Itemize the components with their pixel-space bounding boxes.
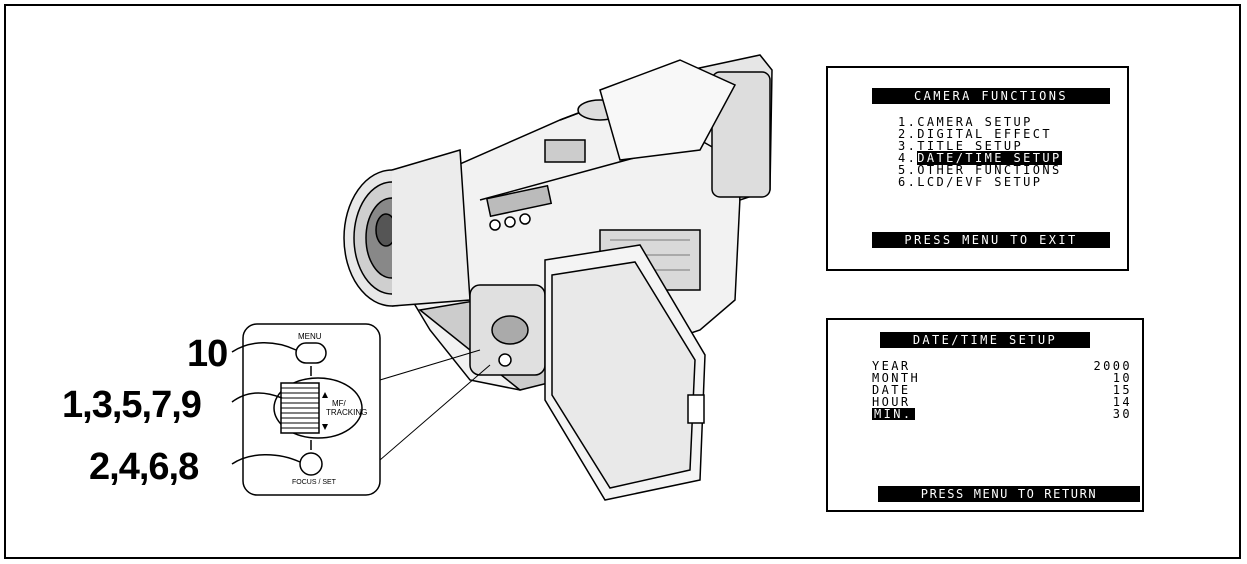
focus-set-button-label: FOCUS / SET xyxy=(292,479,336,486)
highlighted-item: DATE/TIME SETUP xyxy=(917,151,1062,165)
camcorder-icon xyxy=(343,54,773,501)
row-value-hour: 14 xyxy=(1112,395,1132,409)
row-label-year: YEAR xyxy=(872,359,911,373)
date-time-setup-screen: DATE/TIME SETUP YEAR 2000 MONTH 10 DATE … xyxy=(826,318,1144,512)
control-panel-closeup xyxy=(242,323,491,496)
dial-label-line2: TRACKING xyxy=(326,408,368,417)
menu-item-camera-setup: 1.CAMERA SETUP xyxy=(898,115,1033,129)
row-label-month: MONTH xyxy=(872,371,921,385)
screen-footer: PRESS MENU TO EXIT xyxy=(872,232,1110,248)
menu-item-title-setup: 3.TITLE SETUP xyxy=(898,139,1024,153)
menu-item-lcd-evf-setup: 6.LCD/EVF SETUP xyxy=(898,175,1043,189)
screen-footer: PRESS MENU TO RETURN xyxy=(878,486,1140,502)
row-value-min: 30 xyxy=(1112,407,1132,421)
menu-item-other-functions: 5.OTHER FUNCTIONS xyxy=(898,163,1062,177)
row-value-date: 15 xyxy=(1112,383,1132,397)
dial-label-line1: MF/ xyxy=(332,399,346,408)
screen-title: CAMERA FUNCTIONS xyxy=(872,88,1110,104)
menu-item-digital-effect: 2.DIGITAL EFFECT xyxy=(898,127,1052,141)
callout-focus-set-steps: 2,4,6,8 xyxy=(89,446,199,488)
menu-button-label: MENU xyxy=(298,332,322,341)
row-label-hour: HOUR xyxy=(872,395,911,409)
row-label-date: DATE xyxy=(872,383,911,397)
row-label-min: MIN. xyxy=(872,407,915,421)
callout-menu-step: 10 xyxy=(187,333,228,375)
screen-title: DATE/TIME SETUP xyxy=(880,332,1090,348)
camera-functions-screen: CAMERA FUNCTIONS 1.CAMERA SETUP 2.DIGITA… xyxy=(826,66,1129,271)
menu-item-date-time-setup: 4.DATE/TIME SETUP xyxy=(898,151,1062,165)
callout-leaders xyxy=(231,342,301,465)
callout-dial-steps: 1,3,5,7,9 xyxy=(62,384,202,426)
row-value-month: 10 xyxy=(1112,371,1132,385)
row-value-year: 2000 xyxy=(1093,359,1132,373)
figure-frame xyxy=(4,4,1241,559)
